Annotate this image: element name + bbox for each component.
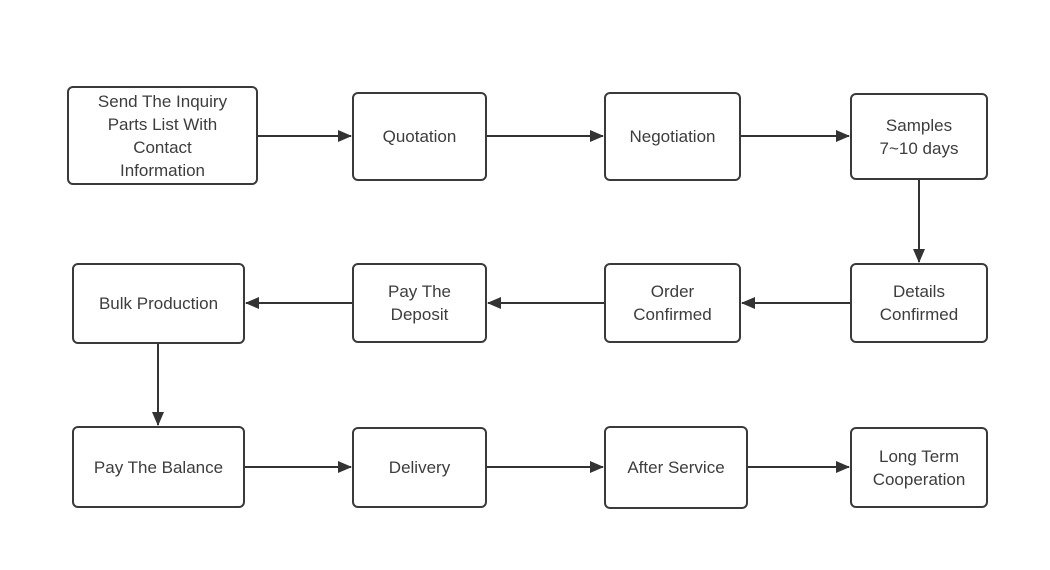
node-pay-balance-label: Pay The Balance (93, 457, 224, 477)
node-samples-label: Samples 7~10 days (879, 115, 959, 158)
node-after-service-label: After Service (627, 458, 725, 477)
node-inquiry: Send The Inquiry Parts List With Contact… (67, 86, 258, 185)
node-bulk-production-label: Bulk Production (98, 294, 219, 313)
node-negotiation: Negotiation (604, 92, 741, 181)
node-delivery-label: Delivery (388, 458, 451, 477)
node-pay-deposit: Pay The Deposit (352, 263, 487, 343)
node-samples: Samples 7~10 days (850, 93, 988, 180)
node-bulk-production: Bulk Production (72, 263, 245, 344)
node-quotation: Quotation (352, 92, 487, 181)
node-quotation-label: Quotation (382, 127, 457, 146)
node-after-service: After Service (604, 426, 748, 509)
node-delivery: Delivery (352, 427, 487, 508)
node-order-confirmed: Order Confirmed (604, 263, 741, 343)
node-long-term-cooperation-label: Long Term Cooperation (872, 446, 966, 489)
node-inquiry-label: Send The Inquiry Parts List With Contact… (97, 91, 228, 180)
node-details-confirmed: Details Confirmed (850, 263, 988, 343)
node-long-term-cooperation: Long Term Cooperation (850, 427, 988, 508)
node-pay-deposit-label: Pay The Deposit (387, 282, 451, 324)
node-order-confirmed-label: Order Confirmed (633, 282, 712, 324)
node-negotiation-label: Negotiation (629, 127, 716, 146)
node-pay-balance: Pay The Balance (72, 426, 245, 508)
node-details-confirmed-label: Details Confirmed (879, 282, 959, 324)
